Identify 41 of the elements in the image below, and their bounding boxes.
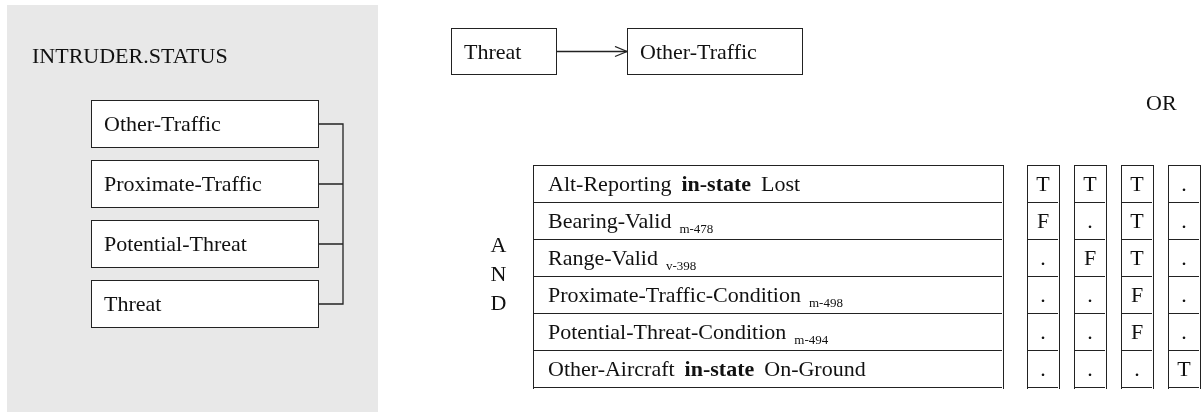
state-box: Threat: [91, 280, 319, 328]
state-box: Other-Traffic: [91, 100, 319, 148]
truth-value: .: [1169, 277, 1199, 314]
truth-value: .: [1028, 240, 1058, 277]
truth-value: .: [1075, 203, 1105, 240]
truth-value: .: [1075, 277, 1105, 314]
and-label: AND: [485, 232, 511, 319]
truth-value: .: [1028, 351, 1058, 388]
truth-value: .: [1075, 314, 1105, 351]
state-box: Threat: [451, 28, 557, 75]
truth-value: F: [1122, 314, 1152, 351]
truth-value: .: [1122, 351, 1152, 388]
state-box: Other-Traffic: [627, 28, 803, 75]
state-box: Potential-Threat: [91, 220, 319, 268]
truth-value: T: [1122, 203, 1152, 240]
condition-cell: Proximate-Traffic-Condition $_{m-498}$: [534, 277, 1002, 314]
truth-value: T: [1122, 240, 1152, 277]
panel-title: INTRUDER.STATUS: [32, 43, 228, 69]
or-label: OR: [1146, 90, 1177, 116]
state-box: Proximate-Traffic: [91, 160, 319, 208]
truth-value: .: [1169, 166, 1199, 203]
truth-value: .: [1169, 314, 1199, 351]
truth-value: T: [1028, 166, 1058, 203]
truth-value: .: [1075, 351, 1105, 388]
condition-cell: Bearing-Valid $_{m-478}$: [534, 203, 1002, 240]
condition-cell: Range-Valid $_{v-398}$: [534, 240, 1002, 277]
truth-value: T: [1169, 351, 1199, 388]
condition-cell: Alt-Reporting in-state Lost: [534, 166, 1002, 203]
truth-value: F: [1075, 240, 1105, 277]
truth-value: .: [1169, 203, 1199, 240]
truth-value: F: [1122, 277, 1152, 314]
condition-cell: Potential-Threat-Condition $_{m-494}$: [534, 314, 1002, 351]
truth-value: .: [1028, 314, 1058, 351]
truth-value: .: [1028, 277, 1058, 314]
arrow: [556, 45, 628, 58]
truth-value: T: [1075, 166, 1105, 203]
truth-value: T: [1122, 166, 1152, 203]
condition-cell: Other-Aircraft in-state On-Ground: [534, 351, 1002, 388]
truth-value: F: [1028, 203, 1058, 240]
state-panel: [7, 5, 378, 412]
truth-value: .: [1169, 240, 1199, 277]
